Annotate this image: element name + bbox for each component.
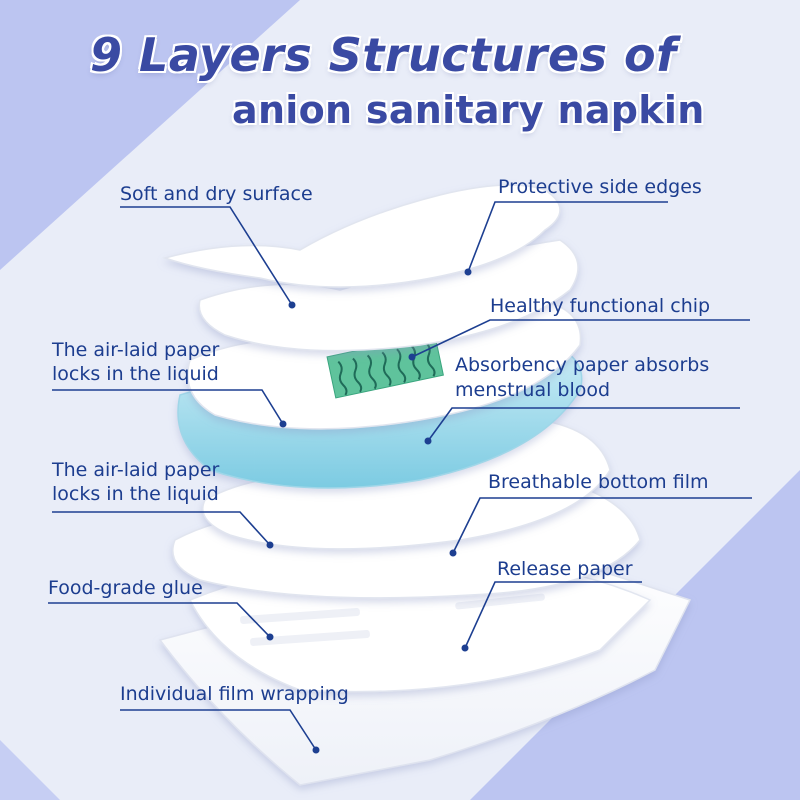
label-absorbency-line2: menstrual blood xyxy=(455,379,611,401)
title-line-2: anion sanitary napkin xyxy=(232,88,705,132)
leader-absorbency xyxy=(427,407,740,442)
background-band-top-left xyxy=(0,0,300,270)
leader-breathable-bottom-film xyxy=(452,497,752,554)
label-healthy-functional-chip: Healthy functional chip xyxy=(490,295,711,317)
leader-lines xyxy=(48,201,752,751)
leader-release-paper xyxy=(464,581,642,649)
title-line-1: 9 Layers Structures of xyxy=(90,28,677,82)
background-band-bottom-left xyxy=(0,740,60,800)
label-soft-dry-surface: Soft and dry surface xyxy=(120,183,313,205)
label-food-grade-glue: Food-grade glue xyxy=(48,577,203,599)
glue-strip-3 xyxy=(455,593,545,610)
leader-food-grade-glue xyxy=(48,602,271,638)
leader-soft-dry-surface xyxy=(120,206,293,306)
label-breathable-bottom-film: Breathable bottom film xyxy=(488,471,709,493)
label-air-laid-1-line1: The air-laid paper xyxy=(52,339,220,361)
leader-air-laid-2 xyxy=(52,511,271,546)
label-absorbency-line1: Absorbency paper absorbs xyxy=(455,354,710,376)
label-air-laid-2-line1: The air-laid paper xyxy=(52,459,220,481)
label-protective-side-edges: Protective side edges xyxy=(498,176,702,198)
leader-air-laid-1 xyxy=(52,389,284,425)
glue-strip-2 xyxy=(250,630,370,646)
leader-dots xyxy=(266,268,472,754)
label-air-laid-1-line2: locks in the liquid xyxy=(52,363,219,385)
label-air-laid-2-line2: locks in the liquid xyxy=(52,483,219,505)
label-individual-film-wrapping: Individual film wrapping xyxy=(120,683,349,705)
glue-strip-1 xyxy=(240,608,360,624)
leader-healthy-functional-chip xyxy=(411,319,750,358)
leader-individual-film-wrapping xyxy=(120,709,317,751)
label-release-paper: Release paper xyxy=(497,558,633,580)
leader-protective-side-edges xyxy=(467,201,668,273)
